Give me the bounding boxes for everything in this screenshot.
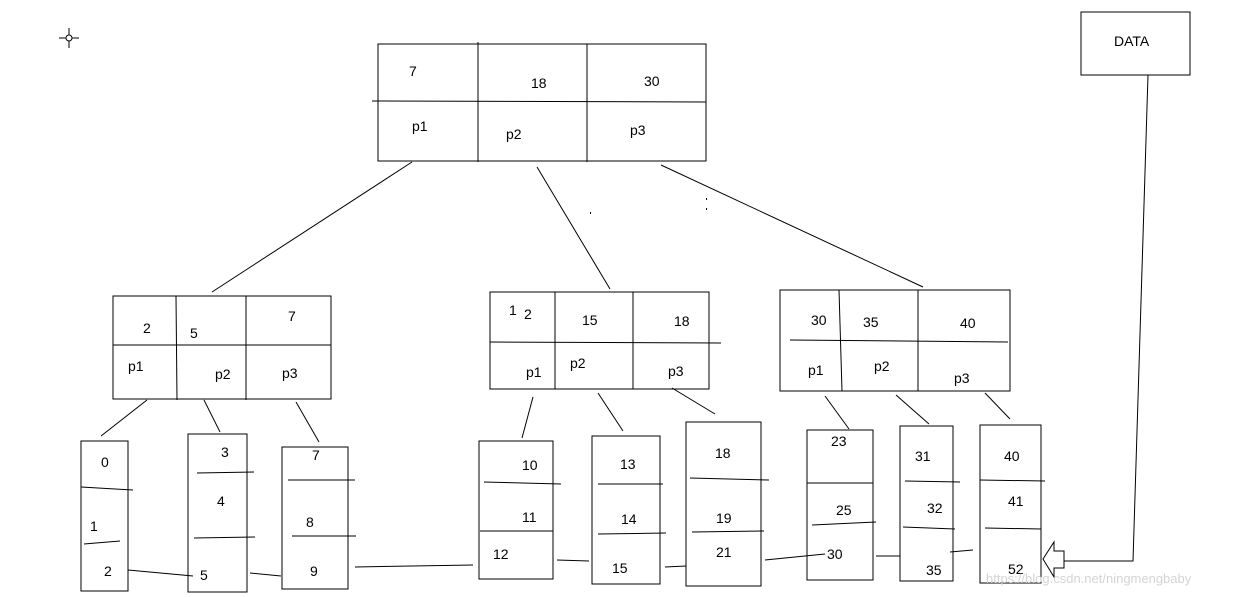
- leaf-node-3: 7 8 9: [281, 446, 356, 590]
- internal-2-pointer-1: p1: [526, 364, 542, 380]
- leaf-2-key-3: 5: [200, 567, 208, 583]
- internal-2-key-1: 1: [509, 302, 517, 318]
- root-key-1: 7: [409, 63, 417, 79]
- leaf-6-key-3: 21: [716, 544, 732, 560]
- leaf-4-key-2: 11: [522, 509, 537, 525]
- leaf-node-2: 3 4 5: [187, 433, 256, 593]
- root-pointer-1: p1: [412, 118, 428, 134]
- leaf-3-key-3: 9: [310, 563, 318, 579]
- leaf-3-key-2: 8: [306, 514, 314, 530]
- root-edges: [211, 161, 924, 293]
- internal-1-pointer-3: p3: [282, 365, 298, 381]
- leaf-8-key-3: 35: [926, 562, 942, 578]
- arrow-left-icon: [1042, 540, 1065, 579]
- leaf-2-key-1: 3: [221, 444, 229, 460]
- leaf-7-key-2: 25: [836, 502, 852, 518]
- internal-3-key-1: 30: [811, 312, 827, 328]
- leaf-node-5: 13 14 15: [591, 435, 667, 585]
- internal-2-key-2: 2: [524, 306, 532, 322]
- internal-3-key-3: 40: [960, 315, 976, 331]
- leaf-9-key-2: 41: [1008, 493, 1024, 509]
- leaf-node-8: 31 32 35: [899, 425, 961, 582]
- internal-1-key-2: 5: [190, 325, 198, 341]
- internal-2-pointer-3: p3: [668, 363, 684, 379]
- internal-3-pointer-1: p1: [808, 362, 824, 378]
- leaf-node-1: 0 1 2: [80, 440, 134, 592]
- internal-3-pointer-3: p3: [954, 370, 970, 386]
- internal-node-2: 1 2 15 18 p1 p2 p3: [489, 291, 722, 390]
- internal-2-key-3: 15: [582, 312, 598, 328]
- leaf-9-key-3: 52: [1008, 561, 1024, 577]
- watermark-text: https://blog.csdn.net/ningmengbaby: [986, 571, 1192, 586]
- leaf-2-key-2: 4: [217, 493, 225, 509]
- internal-edges: [100, 387, 1011, 443]
- data-pointer-arrow: [1042, 74, 1149, 579]
- internal-2-key-4: 18: [674, 313, 690, 329]
- internal-1-key-1: 2: [143, 320, 151, 336]
- leaf-3-key-1: 7: [312, 447, 320, 463]
- leaf-1-key-3: 2: [104, 563, 112, 579]
- leaf-7-key-3: 30: [827, 546, 843, 562]
- leaf-1-key-1: 0: [101, 454, 109, 470]
- root-key-3: 30: [644, 73, 660, 89]
- stray-marks: [590, 198, 707, 214]
- leaf-8-key-2: 32: [927, 500, 943, 516]
- crosshair-cursor-icon: [59, 28, 79, 48]
- data-box: DATA: [1080, 11, 1191, 76]
- root-node: 7 18 30 p1 p2 p3: [371, 42, 707, 162]
- internal-3-key-2: 35: [863, 314, 879, 330]
- internal-node-3: 30 35 40 p1 p2 p3: [779, 289, 1011, 392]
- leaf-node-6: 18 19 21: [685, 421, 770, 587]
- leaf-node-4: 10 11 12: [478, 440, 562, 580]
- internal-1-key-3: 7: [288, 308, 296, 324]
- leaf-4-key-3: 12: [493, 546, 509, 562]
- internal-2-pointer-2: p2: [570, 355, 586, 371]
- leaf-8-key-1: 31: [915, 448, 931, 464]
- internal-node-1: 2 5 7 p1 p2 p3: [112, 295, 332, 401]
- leaf-4-key-1: 10: [522, 457, 538, 473]
- internal-3-pointer-2: p2: [874, 358, 890, 374]
- root-pointer-3: p3: [630, 122, 646, 138]
- leaf-5-key-2: 14: [621, 511, 637, 527]
- leaf-6-key-1: 18: [715, 445, 731, 461]
- root-key-2: 18: [531, 75, 547, 91]
- leaf-sibling-links: [127, 549, 974, 577]
- leaf-7-key-1: 23: [831, 433, 847, 449]
- leaf-5-key-3: 15: [612, 560, 628, 576]
- root-pointer-2: p2: [506, 126, 522, 142]
- data-box-label: DATA: [1114, 33, 1150, 49]
- leaf-node-9: 40 41 52: [979, 424, 1046, 584]
- internal-1-pointer-2: p2: [215, 366, 231, 382]
- leaf-6-key-2: 19: [716, 510, 732, 526]
- leaf-5-key-1: 13: [620, 456, 636, 472]
- leaf-node-7: 23 25 30: [806, 429, 877, 581]
- leaf-9-key-1: 40: [1004, 448, 1020, 464]
- leaf-1-key-2: 1: [90, 518, 98, 534]
- internal-1-pointer-1: p1: [128, 358, 144, 374]
